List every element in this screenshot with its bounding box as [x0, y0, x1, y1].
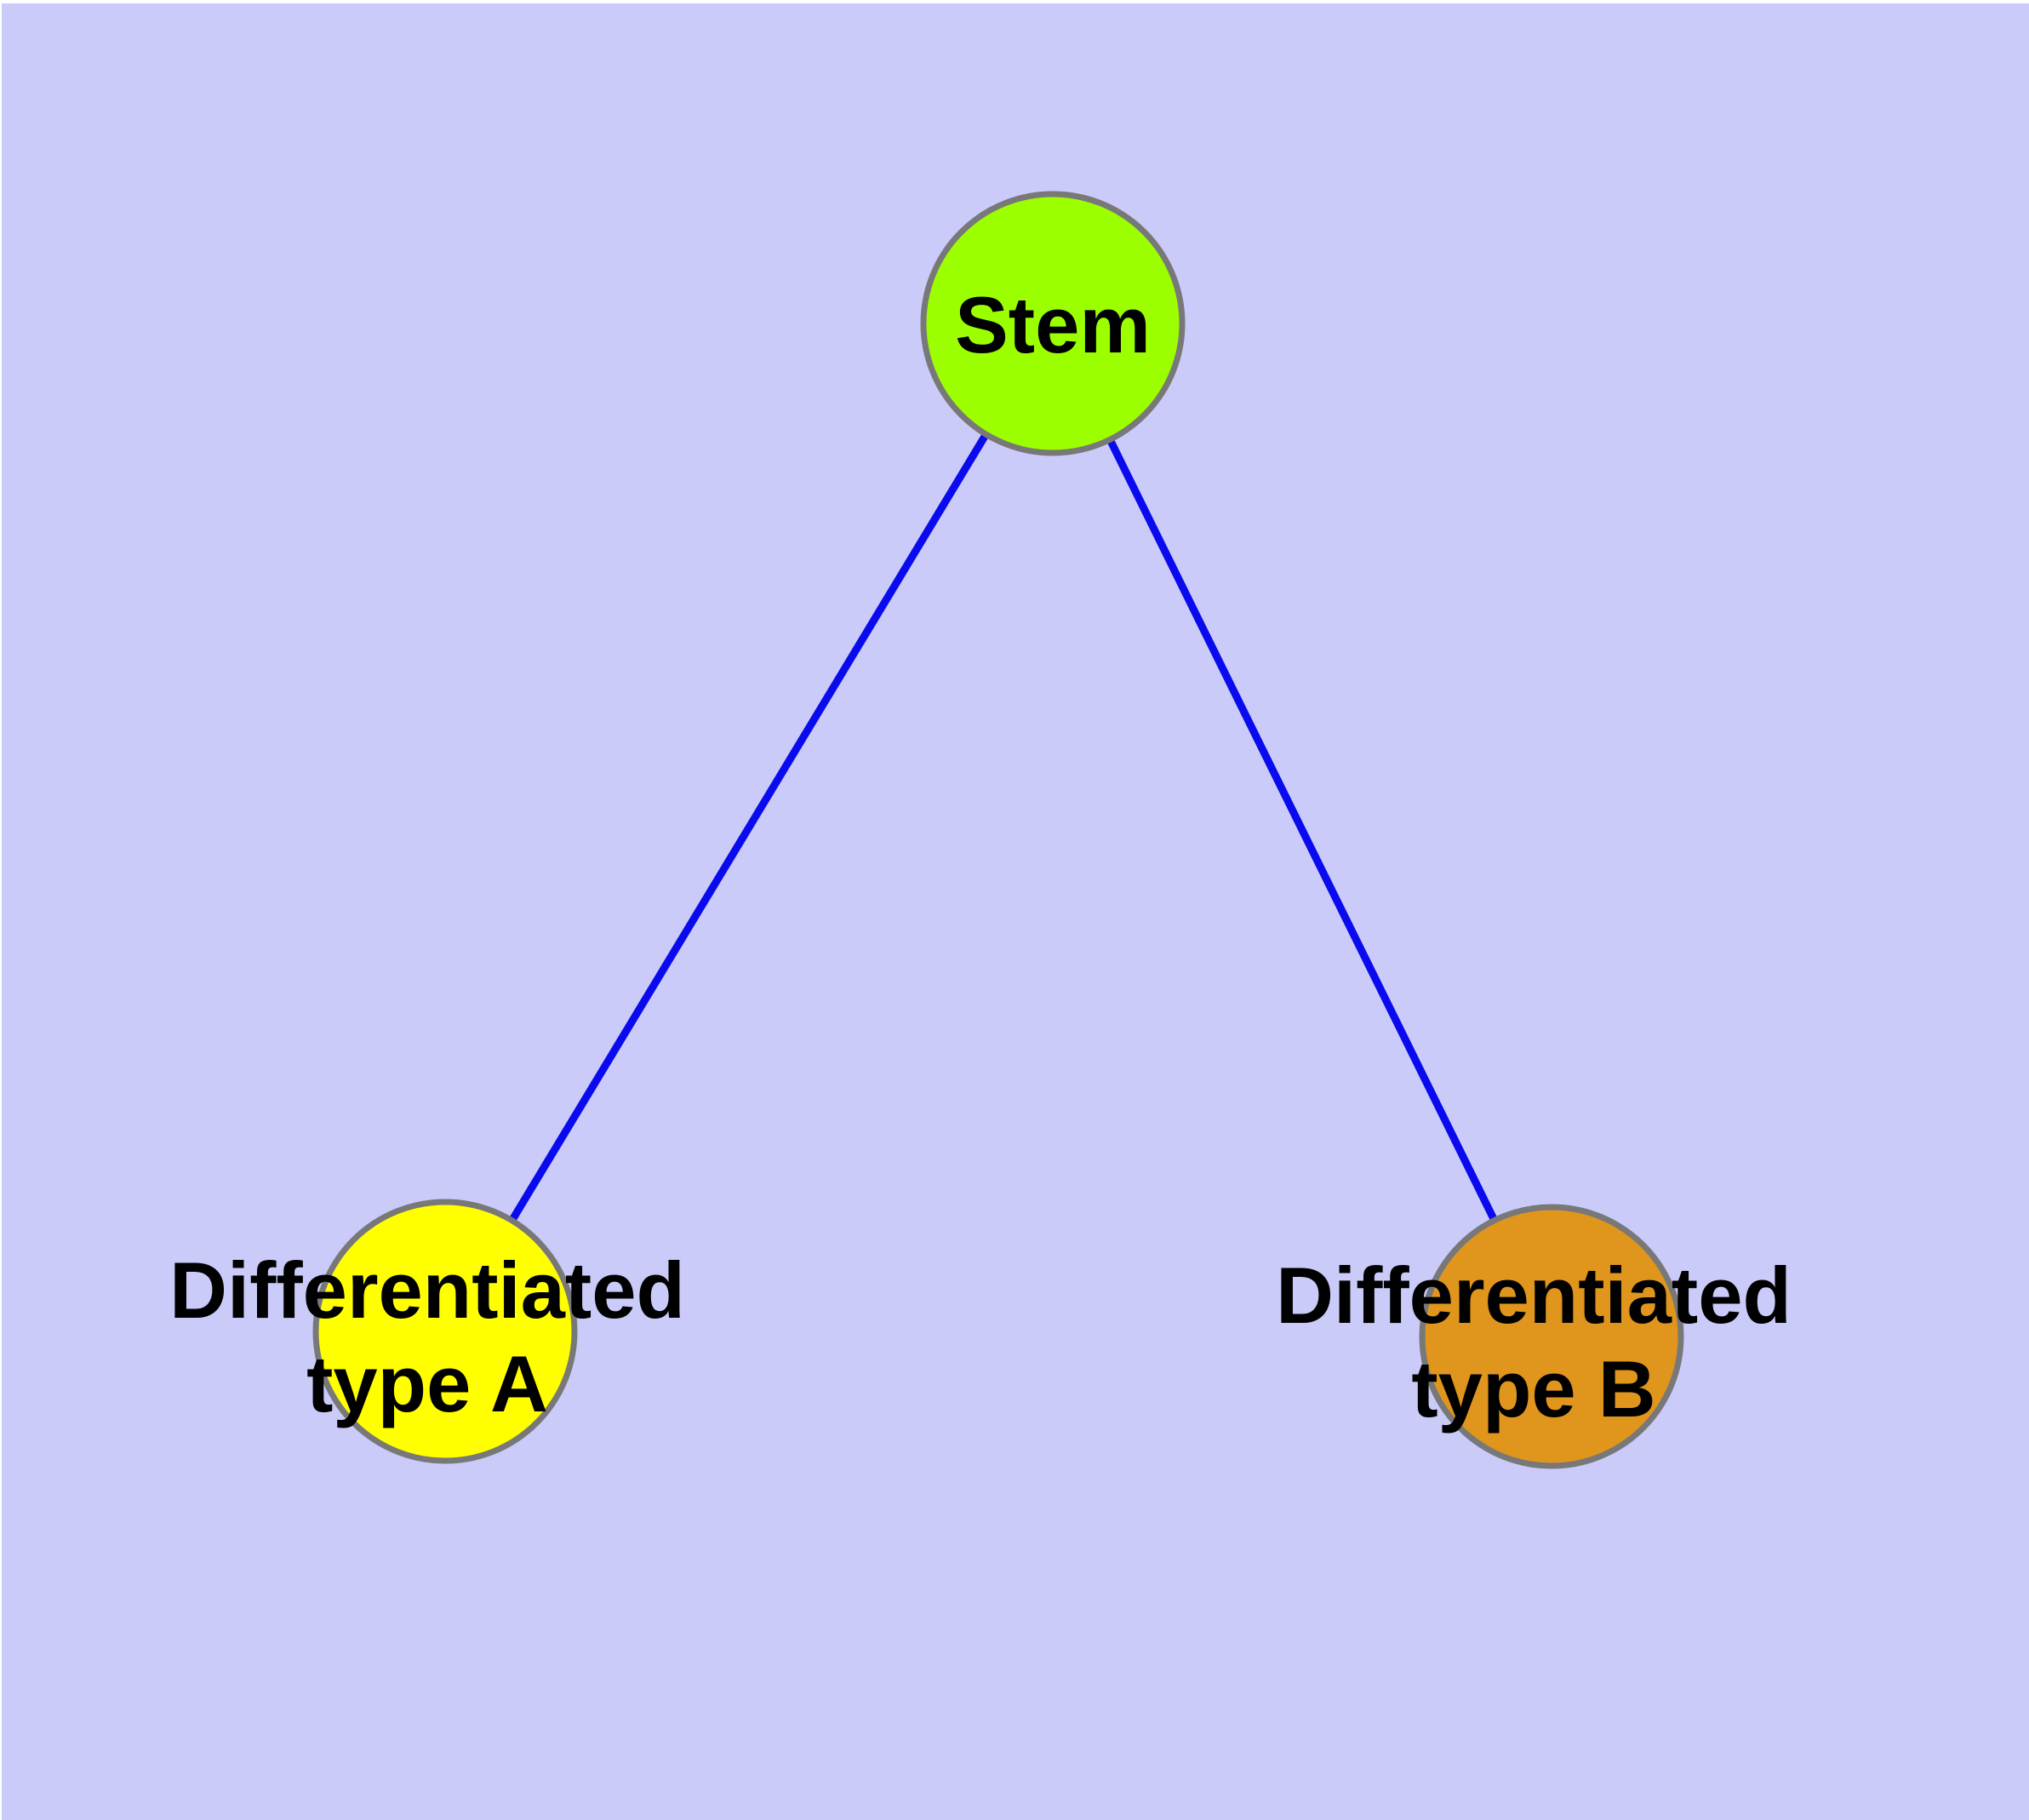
node-stem: Stem: [920, 191, 1186, 456]
node-stem-label: Stem: [955, 280, 1151, 369]
node-type-a-circle: [312, 1199, 578, 1464]
node-stem-circle: [920, 191, 1186, 456]
edge-stem-to-type-b: [1049, 322, 1556, 1338]
node-type-b-label-line1: Differentiated: [1276, 1251, 1792, 1340]
node-differentiated-type-a: Differentiated type A: [169, 1199, 685, 1464]
node-type-b-label-line2: type B: [1411, 1344, 1655, 1434]
node-type-a-label-line1: Differentiated: [169, 1245, 685, 1335]
edge-group: [442, 321, 1556, 1338]
node-type-a-label-line2: type A: [306, 1339, 548, 1428]
node-differentiated-type-b: Differentiated type B: [1276, 1204, 1792, 1469]
node-type-b-circle: [1419, 1204, 1684, 1469]
edge-stem-to-type-a: [442, 321, 1056, 1334]
